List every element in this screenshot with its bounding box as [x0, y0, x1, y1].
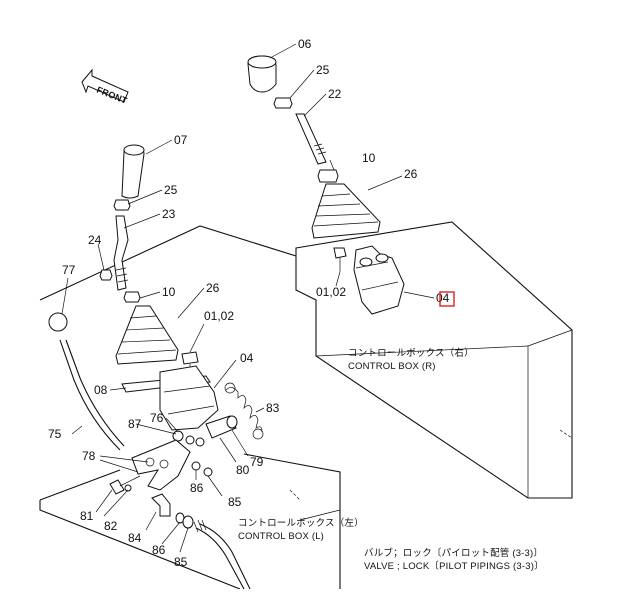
nut-10-left	[123, 291, 141, 303]
label-07: 07	[174, 133, 188, 147]
label-76: 76	[150, 411, 164, 425]
caption-valve-jp: バルブ；ロック〔パイロット配管 (3-3)〕	[364, 547, 543, 559]
label-26-left: 26	[206, 281, 220, 295]
boot-26-right	[311, 183, 381, 239]
nut-10-right	[317, 169, 339, 183]
ball-77	[48, 312, 68, 332]
label-10-left: 10	[162, 285, 176, 299]
highlight-box	[439, 291, 455, 307]
part-labels: 06 25 22 10 26 01,02 04 07 25 23 24 77 1…	[48, 37, 455, 569]
label-79: 79	[250, 455, 264, 469]
label-23: 23	[162, 207, 176, 221]
front-arrow: FRONT	[81, 68, 129, 106]
label-08: 08	[94, 383, 108, 397]
left-lever-assembly	[48, 144, 264, 590]
caption-valve-en: VALVE ; LOCK〔PILOT PIPINGS (3-3)〕	[364, 560, 544, 572]
valve-04-left	[159, 365, 219, 431]
label-86-a: 86	[190, 481, 204, 495]
caption-box-left-en: CONTROL BOX (L)	[238, 531, 324, 542]
label-87: 87	[128, 417, 142, 431]
washer-76	[172, 430, 184, 442]
label-80: 80	[236, 463, 250, 477]
nut-25-left	[113, 199, 131, 211]
label-10-right: 10	[362, 151, 376, 165]
caption-box-right-en: CONTROL BOX (R)	[348, 361, 436, 372]
label-85-a: 85	[228, 495, 242, 509]
nut-24	[99, 269, 113, 281]
label-82: 82	[104, 519, 118, 533]
label-06: 06	[298, 37, 312, 51]
captions: コントロールボックス（右） CONTROL BOX (R) コントロールボックス…	[238, 347, 544, 572]
bracket-78	[131, 439, 191, 491]
label-0102-left: 01,02	[204, 309, 234, 323]
rod-22	[295, 113, 327, 165]
label-85-b: 85	[174, 555, 188, 569]
control-box-right-outline	[295, 221, 573, 499]
label-26-right: 26	[404, 167, 418, 181]
label-86-b: 86	[152, 543, 166, 557]
label-77: 77	[62, 263, 76, 277]
caption-box-left-jp: コントロールボックス（左）	[238, 517, 364, 529]
label-04-left: 04	[240, 351, 254, 365]
label-24: 24	[88, 233, 102, 247]
leader-lines	[61, 43, 435, 553]
label-78: 78	[82, 449, 96, 463]
label-81: 81	[80, 509, 94, 523]
nut-25-right	[273, 97, 293, 109]
elbow-84	[151, 493, 171, 517]
label-25-right: 25	[316, 63, 330, 77]
right-lever-assembly	[247, 55, 405, 315]
boot-26-left	[115, 305, 179, 365]
label-75: 75	[48, 427, 62, 441]
caption-box-right-jp: コントロールボックス（右）	[348, 347, 474, 359]
label-25-left: 25	[164, 183, 178, 197]
label-83: 83	[266, 401, 280, 415]
label-04-right: 04	[436, 291, 450, 305]
label-0102-right: 01,02	[316, 285, 346, 299]
label-22: 22	[328, 87, 342, 101]
label-84: 84	[128, 531, 142, 545]
control-box-left-outline	[39, 225, 341, 590]
lever-23	[113, 215, 129, 291]
